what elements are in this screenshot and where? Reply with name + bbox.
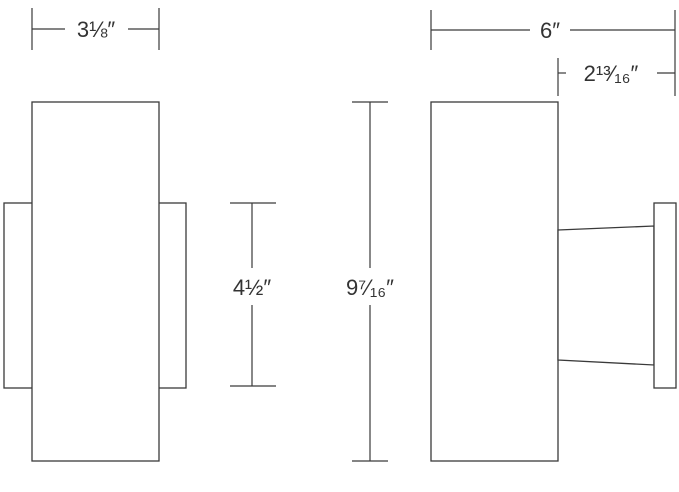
front-width-label: 3⅛″ — [77, 17, 116, 42]
overall-height-dimension: 9⁷⁄₁₆″ — [346, 101, 394, 462]
side-body — [430, 101, 559, 462]
mount-height-dimension: 4½″ — [230, 202, 276, 387]
arm-depth-label: 2¹³⁄₁₆″ — [584, 61, 639, 86]
overall-depth-dimension: 6″ — [430, 10, 676, 96]
overall-height-label: 9⁷⁄₁₆″ — [346, 275, 394, 300]
side-view — [430, 101, 677, 462]
side-mounting-arm — [557, 225, 655, 366]
overall-depth-label: 6″ — [540, 18, 560, 43]
front-body — [31, 101, 160, 462]
side-wall-plate — [653, 202, 677, 389]
front-view — [3, 101, 187, 462]
arm-depth-dimension: 2¹³⁄₁₆″ — [557, 58, 675, 96]
front-width-dimension: 3⅛″ — [31, 8, 160, 50]
mount-height-label: 4½″ — [233, 275, 272, 300]
